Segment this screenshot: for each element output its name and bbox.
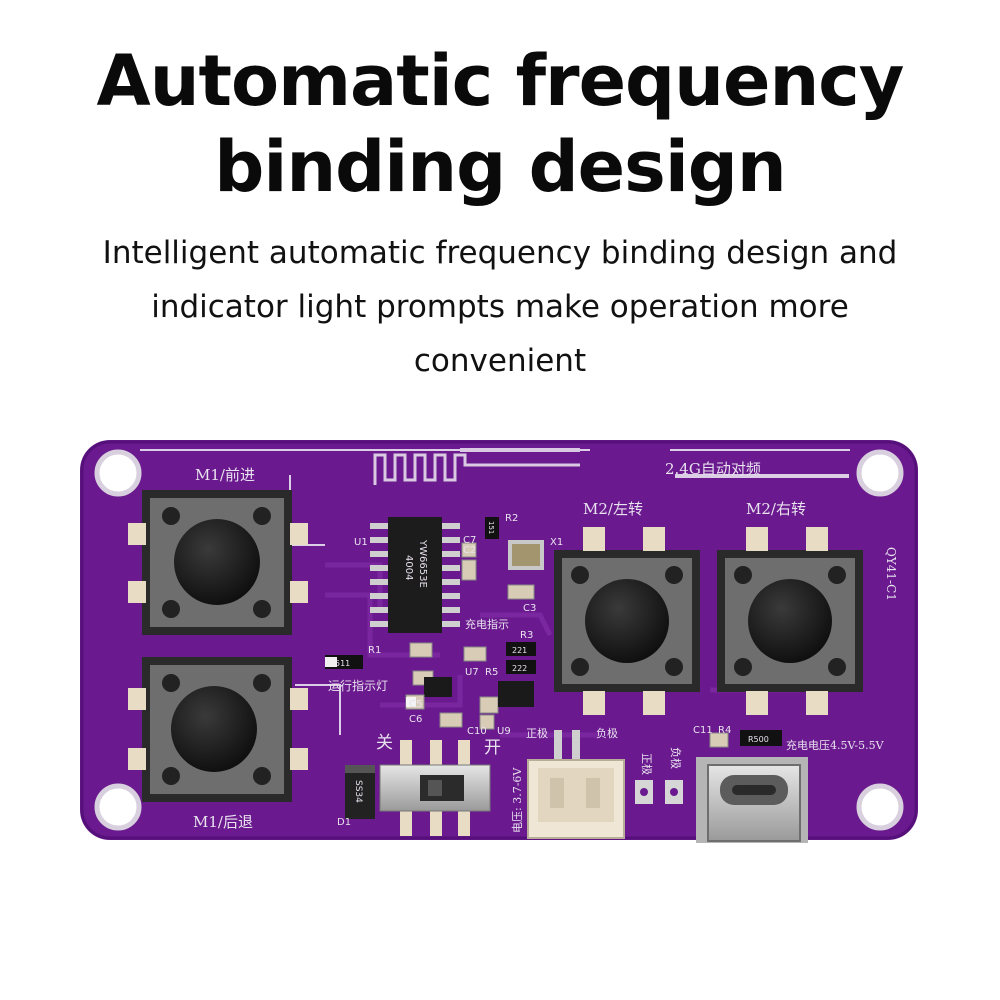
label-negative-top: 负极: [596, 726, 618, 740]
subtitle-line-2: indicator light prompts make operation m…: [151, 289, 849, 325]
ref-c5: C5: [409, 699, 422, 710]
ref-r3: R3: [520, 630, 533, 641]
pcb-antenna-trace: [373, 453, 580, 485]
mounting-holes: [94, 449, 904, 831]
subtitle-line-3: convenient: [413, 343, 587, 379]
crystal-x1: [508, 540, 544, 570]
ref-r5: R5: [485, 667, 498, 678]
ref-x1: X1: [550, 537, 563, 548]
ref-c2: C2: [463, 545, 476, 556]
button-m1-forward: [128, 490, 308, 635]
label-charge-indicator: 充电指示: [465, 617, 509, 631]
ref-d1: D1: [337, 817, 351, 828]
ref-c7: C7: [463, 535, 476, 546]
ref-c11: C11: [693, 725, 713, 736]
ref-u9: U9: [497, 726, 511, 737]
pcb-board-photo: YW6653E 4004 151 511 221 222 R500: [80, 440, 918, 843]
button-m2-right: [717, 527, 863, 715]
diode-marking: SS34: [353, 780, 363, 803]
resistor-222-marking: 222: [512, 664, 527, 673]
label-switch-on: 开: [484, 738, 501, 758]
label-model: QY41-C1: [884, 547, 898, 601]
ref-c10: C10: [467, 726, 487, 737]
button-m1-backward: [128, 657, 308, 802]
headline-line-1: Automatic frequency: [96, 40, 905, 122]
indicator-leds: [325, 657, 416, 707]
power-switch: [379, 740, 491, 836]
ref-u1: U1: [354, 537, 368, 548]
label-m1-backward: M1/后退: [193, 813, 253, 831]
label-positive-pad: 正极: [640, 753, 654, 775]
subtitle: Intelligent automatic frequency binding …: [40, 226, 960, 388]
battery-solder-pads: [635, 780, 683, 804]
subtitle-line-1: Intelligent automatic frequency binding …: [102, 235, 898, 271]
ref-r2: R2: [505, 513, 518, 524]
battery-connector: [527, 730, 625, 839]
label-battery-voltage: 电压: 3.7-6V: [511, 767, 524, 833]
ref-c6: C6: [409, 714, 422, 725]
resistor-221-marking: 221: [512, 646, 527, 655]
resistor-151-marking: 151: [487, 521, 495, 534]
chip-marking-2: 4004: [403, 555, 414, 580]
label-m1-forward: M1/前进: [195, 466, 255, 484]
chip-marking-1: YW6653E: [417, 539, 428, 588]
ref-r4: R4: [718, 725, 731, 736]
resistor-511-marking: 511: [335, 659, 350, 668]
resistor-r500-marking: R500: [748, 735, 769, 744]
label-run-indicator: 运行指示灯: [328, 678, 388, 693]
button-m2-left: [554, 527, 700, 715]
diode-d1: [345, 765, 375, 819]
label-m2-right: M2/右转: [746, 500, 806, 518]
label-switch-off: 关: [376, 733, 393, 753]
headline: Automatic frequency binding design: [0, 38, 1000, 210]
ref-r1: R1: [368, 645, 381, 656]
label-charge-voltage: 充电电压4.5V-5.5V: [786, 738, 885, 752]
ref-u7: U7: [465, 667, 479, 678]
label-positive-top: 正极: [526, 726, 548, 740]
mcu-chip: [370, 517, 460, 633]
headline-line-2: binding design: [214, 126, 787, 208]
label-negative-pad: 负极: [669, 747, 683, 769]
usb-c-port: [696, 757, 808, 843]
label-m2-left: M2/左转: [583, 500, 643, 518]
smd-parts: [325, 517, 782, 748]
ref-c3: C3: [523, 603, 536, 614]
label-pairing: 2.4G自动对频: [665, 460, 761, 478]
